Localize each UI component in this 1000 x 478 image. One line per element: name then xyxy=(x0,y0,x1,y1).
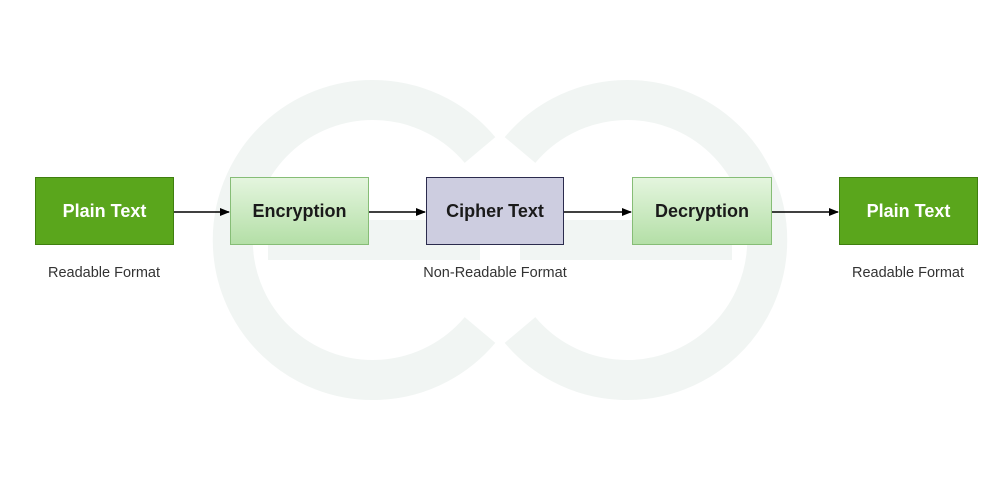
node-encryption: Encryption xyxy=(230,177,369,245)
node-decryption: Decryption xyxy=(632,177,772,245)
node-plain-text-input: Plain Text xyxy=(35,177,174,245)
node-label: Decryption xyxy=(654,200,750,221)
caption-readable-format-right: Readable Format xyxy=(851,265,965,281)
node-label: Plain Text xyxy=(62,200,147,221)
caption-readable-format-left: Readable Format xyxy=(47,265,161,281)
node-label: Plain Text xyxy=(866,200,951,221)
node-cipher-text: Cipher Text xyxy=(426,177,564,245)
node-label: Encryption xyxy=(252,200,347,221)
caption-non-readable-format: Non-Readable Format xyxy=(423,265,567,281)
node-plain-text-output: Plain Text xyxy=(839,177,978,245)
node-label: Cipher Text xyxy=(446,200,544,221)
